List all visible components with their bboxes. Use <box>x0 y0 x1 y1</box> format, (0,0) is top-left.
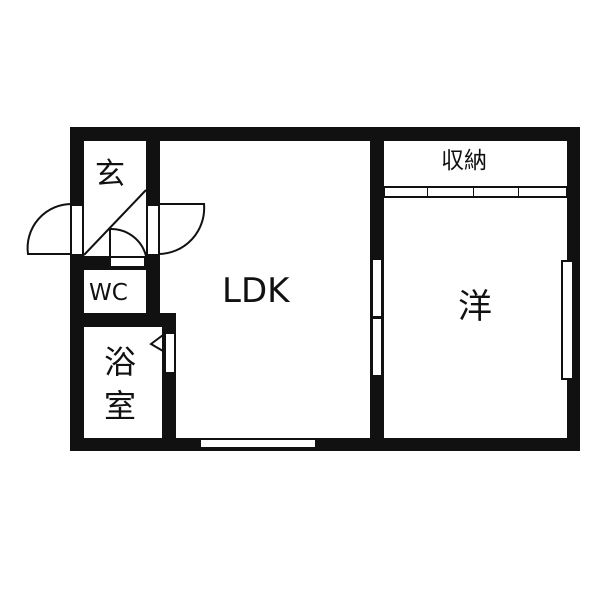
wc-door-swing-icon <box>109 227 147 257</box>
wc-door-frame <box>109 256 146 268</box>
entry-door-frame <box>70 204 84 256</box>
outer-wall-bottom <box>70 438 580 451</box>
ldk-window-bottom <box>199 438 317 449</box>
genkan-step-line <box>83 189 147 256</box>
room-label-western: 洋 <box>458 287 492 327</box>
storage-door-4 <box>518 186 567 198</box>
room-label-genkan: 玄 <box>95 157 125 192</box>
room-label-bath-1: 浴 <box>104 343 137 381</box>
room-label-ldk: LDK <box>222 271 290 311</box>
room-label-wc: WC <box>89 280 128 306</box>
room-label-bath-2: 室 <box>104 387 137 425</box>
ldk-western-sliding-door-bottom <box>371 317 383 377</box>
entry-door-swing-icon <box>26 202 73 255</box>
bath-door-frame <box>164 332 176 374</box>
wall-wc-bath <box>70 313 176 327</box>
western-window-right <box>561 260 574 380</box>
entry-ldk-door-frame <box>146 204 160 256</box>
room-label-storage: 収納 <box>441 148 487 174</box>
bath-door-marker-icon <box>149 334 164 352</box>
ldk-door-swing-icon <box>157 203 206 256</box>
outer-wall-top <box>70 127 580 141</box>
